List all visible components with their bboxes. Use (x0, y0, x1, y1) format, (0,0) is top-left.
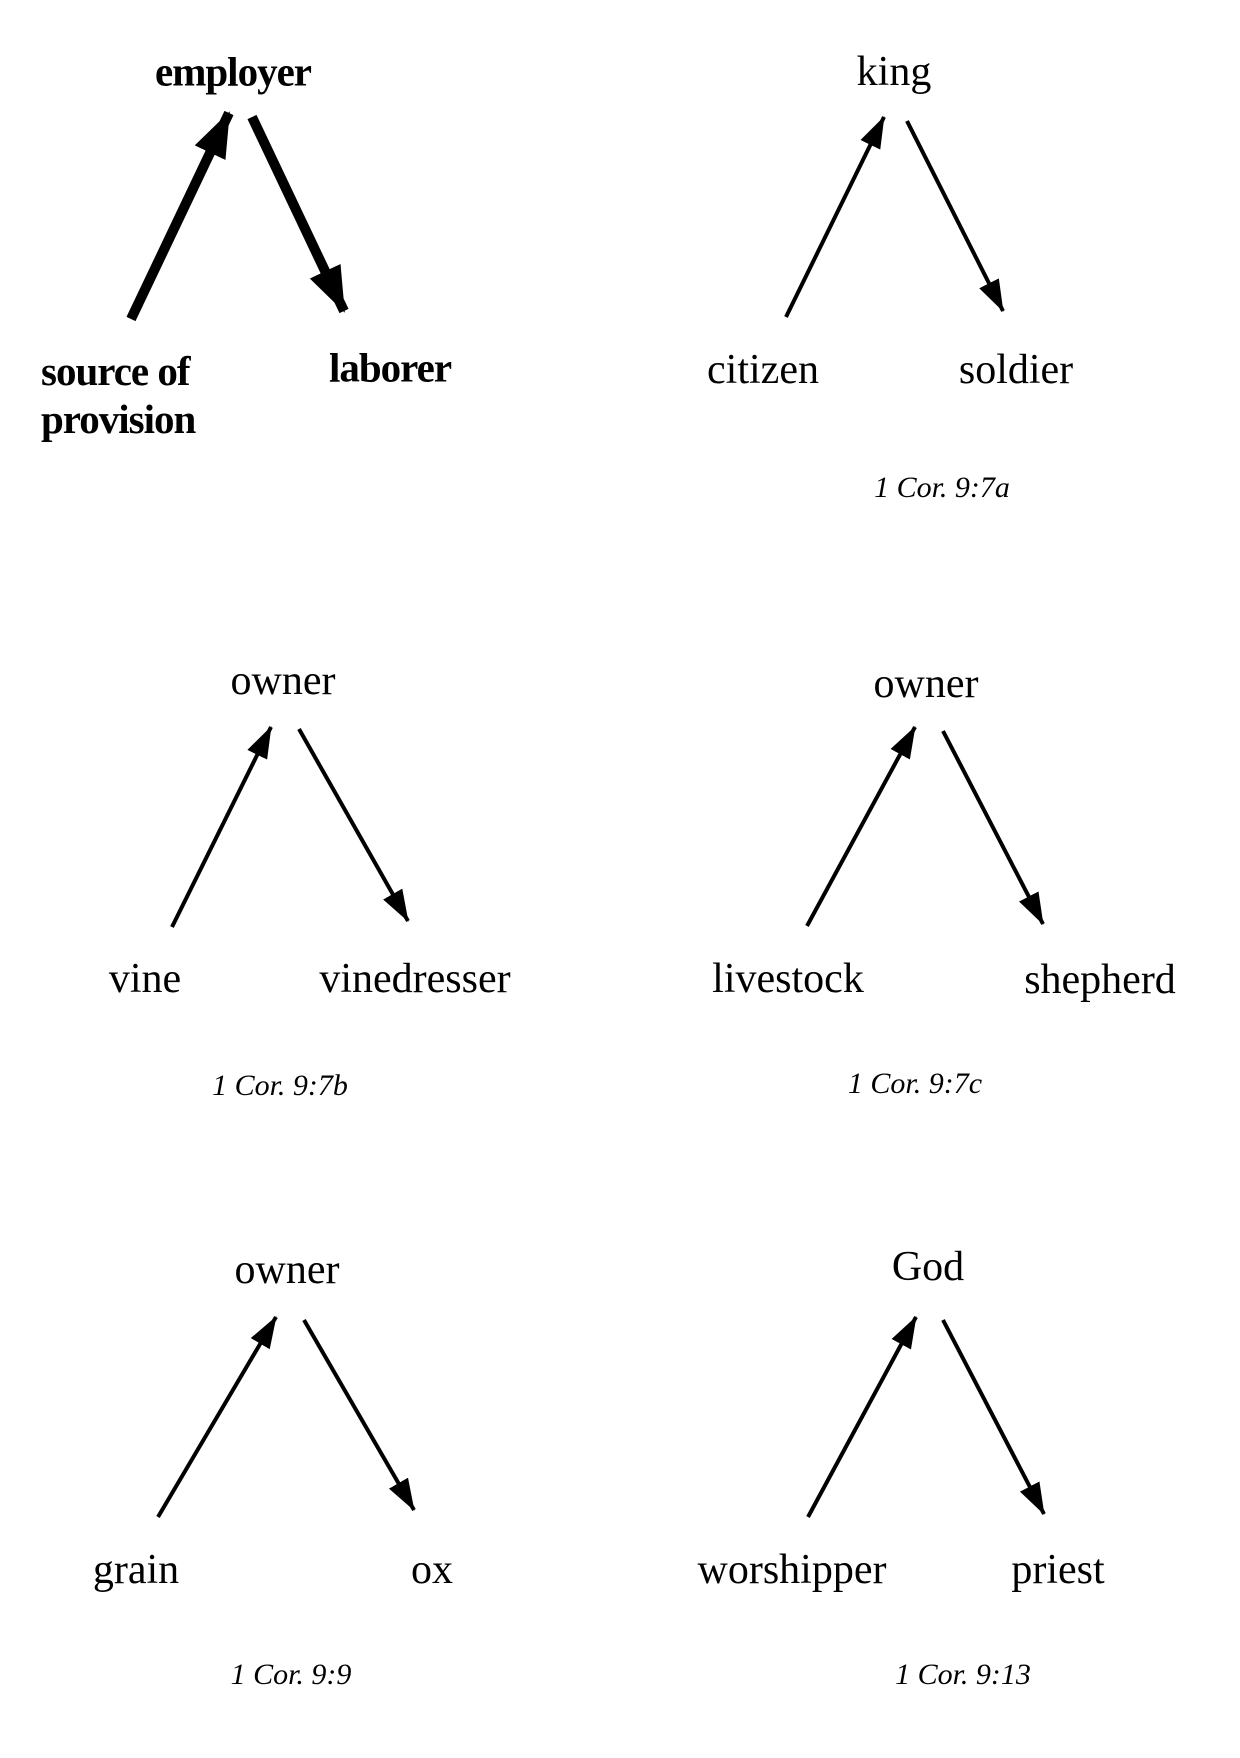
arrow-worshipper-to-god (806, 1316, 918, 1518)
arrow-owner-to-vinedresser (297, 728, 410, 922)
arrow-source-to-employer (126, 110, 234, 322)
arrow-owner-to-ox (302, 1318, 416, 1512)
arrow-livestock-to-owner (805, 726, 917, 927)
arrow-grain-to-owner (156, 1315, 278, 1519)
arrow-vine-to-owner (170, 726, 273, 928)
arrow-god-to-priest (941, 1319, 1046, 1515)
arrow-employer-to-laborer (247, 114, 349, 314)
arrow-king-to-soldier (905, 120, 1005, 312)
arrow-owner-to-shepherd (941, 730, 1045, 925)
arrow-citizen-to-king (784, 116, 886, 318)
